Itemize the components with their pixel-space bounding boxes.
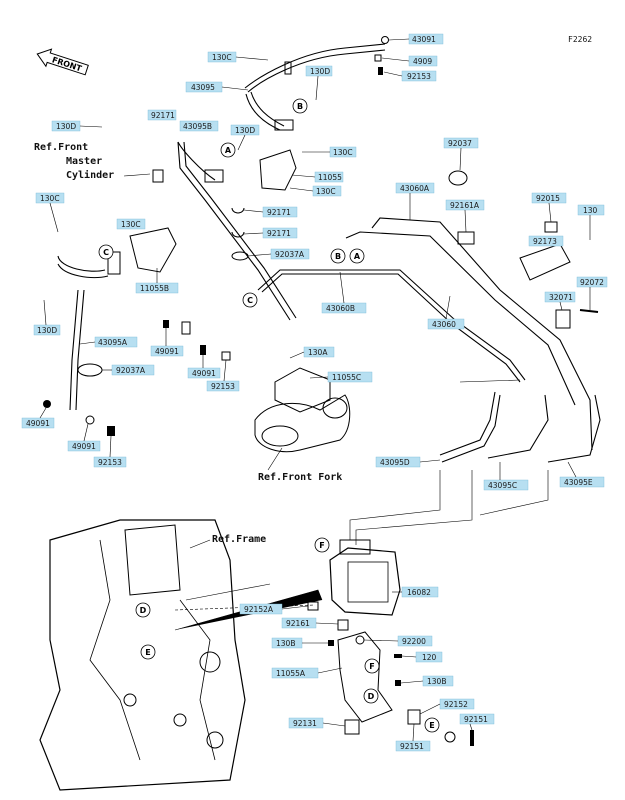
label-92173[interactable]: 92173 bbox=[533, 237, 557, 246]
letter-e-bracket: E bbox=[429, 721, 434, 730]
letter-b-pipe: B bbox=[335, 252, 341, 261]
label-43095c[interactable]: 43095C bbox=[488, 481, 517, 490]
label-92151-b[interactable]: 92151 bbox=[400, 742, 424, 751]
label-92072[interactable]: 92072 bbox=[580, 278, 604, 287]
label-92037[interactable]: 92037 bbox=[448, 139, 472, 148]
label-43095d[interactable]: 43095D bbox=[380, 458, 410, 467]
ref-frame: Ref.Frame bbox=[212, 534, 266, 545]
label-130c-mid[interactable]: 130C bbox=[333, 148, 353, 157]
label-43095[interactable]: 43095 bbox=[191, 83, 215, 92]
label-130-right[interactable]: 130 bbox=[583, 206, 598, 215]
label-92037a-top[interactable]: 92037A bbox=[275, 250, 305, 259]
label-130d-top[interactable]: 130D bbox=[310, 67, 330, 76]
ref-master-cylinder-1: Ref.Front bbox=[34, 142, 88, 153]
letter-a-mc: A bbox=[225, 146, 232, 155]
label-130d-bottom[interactable]: 130D bbox=[37, 326, 57, 335]
letter-b-top: B bbox=[297, 102, 303, 111]
label-49091-d[interactable]: 49091 bbox=[72, 442, 96, 451]
letter-c-pipe: C bbox=[247, 296, 253, 305]
label-92131[interactable]: 92131 bbox=[293, 719, 317, 728]
label-32071[interactable]: 32071 bbox=[549, 293, 573, 302]
label-43095a[interactable]: 43095A bbox=[98, 338, 128, 347]
label-92171-b[interactable]: 92171 bbox=[267, 208, 291, 217]
label-16082[interactable]: 16082 bbox=[407, 588, 431, 597]
reference-notes: Ref.Front Master Cylinder Ref.Front Fork… bbox=[34, 142, 342, 549]
label-92037a-left[interactable]: 92037A bbox=[116, 366, 146, 375]
letter-d-bracket: D bbox=[368, 692, 375, 701]
label-92152a[interactable]: 92152A bbox=[244, 605, 274, 614]
label-43060[interactable]: 43060 bbox=[432, 320, 456, 329]
label-43060a[interactable]: 43060A bbox=[400, 184, 430, 193]
label-11055a[interactable]: 11055A bbox=[276, 669, 306, 678]
label-43095b[interactable]: 43095B bbox=[183, 122, 212, 131]
components bbox=[39, 36, 599, 791]
ref-master-cylinder-2: Master bbox=[66, 156, 102, 167]
letter-a-pipe: A bbox=[354, 252, 361, 261]
label-130b-b[interactable]: 130B bbox=[427, 677, 446, 686]
letter-f-bracket: F bbox=[369, 662, 374, 671]
label-92171-c[interactable]: 92171 bbox=[267, 229, 291, 238]
ref-front-fork: Ref.Front Fork bbox=[258, 472, 342, 483]
label-49091-c[interactable]: 49091 bbox=[26, 419, 50, 428]
brake-lines bbox=[57, 43, 601, 545]
label-43095e[interactable]: 43095E bbox=[564, 478, 593, 487]
letter-c-left: C bbox=[103, 248, 109, 257]
part-labels: 43091 4909 92153 130C 43095 130D 92171 4… bbox=[21, 33, 608, 752]
label-4909[interactable]: 4909 bbox=[413, 57, 432, 66]
label-130d-mc[interactable]: 130D bbox=[235, 126, 255, 135]
label-130c-lower[interactable]: 130C bbox=[316, 187, 336, 196]
label-11055[interactable]: 11055 bbox=[318, 173, 342, 182]
label-92015[interactable]: 92015 bbox=[536, 194, 560, 203]
label-92200[interactable]: 92200 bbox=[402, 637, 426, 646]
label-130a[interactable]: 130A bbox=[308, 348, 328, 357]
label-130b-a[interactable]: 130B bbox=[276, 639, 295, 648]
label-130c-bracket[interactable]: 130C bbox=[121, 220, 141, 229]
label-92161a[interactable]: 92161A bbox=[450, 201, 480, 210]
label-92171-a[interactable]: 92171 bbox=[151, 111, 175, 120]
label-92153-top[interactable]: 92153 bbox=[407, 72, 431, 81]
label-11055b[interactable]: 11055B bbox=[140, 284, 169, 293]
label-92151-a[interactable]: 92151 bbox=[464, 715, 488, 724]
label-43091[interactable]: 43091 bbox=[412, 35, 436, 44]
letter-e-frame: E bbox=[145, 648, 150, 657]
label-49091-a[interactable]: 49091 bbox=[155, 347, 179, 356]
label-92152[interactable]: 92152 bbox=[444, 700, 468, 709]
ref-master-cylinder-3: Cylinder bbox=[66, 169, 114, 181]
label-120[interactable]: 120 bbox=[422, 653, 437, 662]
label-11055c[interactable]: 11055C bbox=[332, 373, 361, 382]
diagram-code: F2262 bbox=[568, 35, 592, 44]
label-49091-b[interactable]: 49091 bbox=[192, 369, 216, 378]
label-130c-left[interactable]: 130C bbox=[40, 194, 60, 203]
letter-f-abs: F bbox=[319, 541, 324, 550]
label-92161[interactable]: 92161 bbox=[286, 619, 310, 628]
front-arrow-icon: FRONT bbox=[36, 48, 89, 76]
circled-letters: B A C B A C F D E F D E bbox=[98, 98, 440, 733]
label-43060b[interactable]: 43060B bbox=[326, 304, 355, 313]
label-130c-top[interactable]: 130C bbox=[212, 53, 232, 62]
label-130d-left[interactable]: 130D bbox=[56, 122, 76, 131]
label-92153-bottom[interactable]: 92153 bbox=[98, 458, 122, 467]
label-92153-mid[interactable]: 92153 bbox=[211, 382, 235, 391]
letter-d-frame: D bbox=[140, 606, 147, 615]
